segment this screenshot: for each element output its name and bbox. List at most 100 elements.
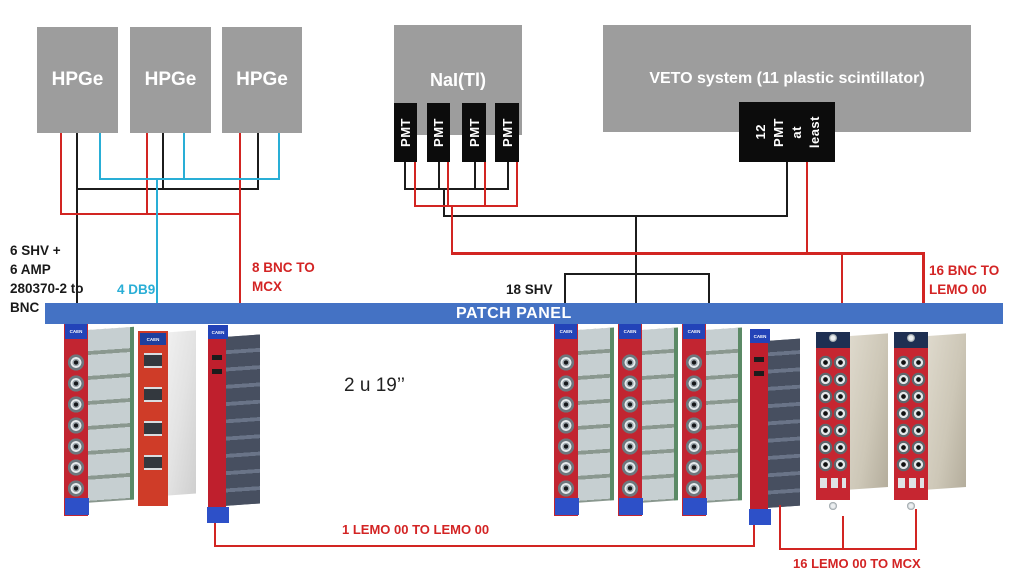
wire-hpge-red xyxy=(60,133,62,214)
nai-pmt-2: PMT xyxy=(427,103,450,162)
module-pcb xyxy=(88,326,134,503)
front-slot xyxy=(754,357,764,362)
label-hpge-signal-cables: 6 SHV + 6 AMP 280370-2 to BNC xyxy=(10,243,84,315)
wire-hpge-red-bus xyxy=(60,213,241,215)
caen-badge: CAEN xyxy=(65,324,87,339)
caen-badge: CAEN xyxy=(683,324,705,339)
wire-hpge-red xyxy=(239,133,241,303)
wire-nai-black xyxy=(404,162,406,190)
pmt-label: PMT xyxy=(431,118,446,147)
module-lemo-1 xyxy=(816,330,888,516)
veto-pmt-line: at xyxy=(788,125,804,139)
hpge-label: HPGe xyxy=(144,69,197,90)
module-controller: CAEN xyxy=(138,330,196,506)
wire-hpge-cyan-drop xyxy=(156,178,158,303)
label-bnc-mcx-cables: 8 BNC TO MCX xyxy=(252,260,315,294)
wire-lemo-bracket xyxy=(214,520,216,547)
caen-badge: CAEN xyxy=(750,329,770,343)
pmt-label: PMT xyxy=(499,118,515,147)
wire-nai-black xyxy=(438,162,440,190)
wire-hpge-cyan xyxy=(99,133,101,179)
wire-red-to-panel xyxy=(922,252,925,303)
module-pcb xyxy=(766,338,800,509)
wire-lemo-mcx-bracket xyxy=(842,516,844,550)
module-bnc-card-2: CAEN xyxy=(554,324,614,516)
module-pcb xyxy=(706,327,742,503)
wire-hpge-cyan xyxy=(278,133,280,179)
module-pcb xyxy=(642,327,678,503)
module-bottom-connector xyxy=(749,509,771,525)
wire-nai-red xyxy=(447,162,449,206)
bnc-connectors xyxy=(557,352,575,499)
label-rack-size: 2 u 19’’ xyxy=(344,375,405,396)
wire-lemo-bracket xyxy=(753,525,755,547)
nai-pmt-3: PMT xyxy=(462,103,486,162)
wire-nai-red xyxy=(516,162,518,206)
wire-red-trunk xyxy=(451,252,925,255)
wire-nai-red xyxy=(484,162,486,206)
wire-lemo-mcx-bracket xyxy=(915,509,917,550)
front-slot xyxy=(212,369,222,374)
label-shv-cables: 18 SHV xyxy=(506,282,553,297)
label-db9-cables: 4 DB9 xyxy=(117,282,156,297)
wire-nai-black xyxy=(507,162,509,190)
module-lemo-2 xyxy=(894,330,966,516)
hpge-detector-3: HPGe xyxy=(222,27,302,133)
module-bottom-connector xyxy=(207,507,229,523)
module-bottom-connector xyxy=(619,498,643,515)
wire-nai-red-drop xyxy=(451,205,453,254)
wire-black-to-panel xyxy=(635,273,637,303)
wire-hpge-black-bus xyxy=(76,188,259,190)
module-chassis xyxy=(928,333,966,490)
module-digitizer-1: CAEN xyxy=(206,325,262,523)
screw xyxy=(829,334,837,342)
wire-black-trunk xyxy=(443,215,788,217)
module-pcb xyxy=(224,334,260,506)
module-bottom-connector xyxy=(683,498,707,515)
hpge-label: HPGe xyxy=(51,69,104,90)
pmt-label: PMT xyxy=(466,118,482,147)
wire-nai-black xyxy=(474,162,476,190)
caen-badge: CAEN xyxy=(555,324,577,339)
wire-nai-black-drop xyxy=(443,188,445,217)
module-bnc-card-3: CAEN xyxy=(618,324,678,516)
wire-hpge-black xyxy=(162,133,164,190)
wire-hpge-black xyxy=(76,133,78,303)
db9-connectors xyxy=(144,353,162,487)
label-bnc-lemo-cables: 16 BNC TO LEMO 00 xyxy=(929,263,1000,297)
nai-pmt-4: PMT xyxy=(495,103,519,162)
wire-nai-red-bus xyxy=(414,205,518,207)
wire-black-splitter xyxy=(564,273,710,275)
wire-nai-red xyxy=(414,162,416,206)
wire-black-trunk-drop xyxy=(635,215,637,275)
pmt-label: PMT xyxy=(398,118,413,147)
lemo-connectors xyxy=(818,354,848,473)
wire-nai-black-bus xyxy=(404,188,509,190)
module-bottom-connector xyxy=(555,498,579,515)
bnc-connectors xyxy=(67,352,85,499)
veto-pmt-line: 12 xyxy=(752,124,768,140)
label-lemo-lemo-cable: 1 LEMO 00 TO LEMO 00 xyxy=(342,522,490,537)
veto-pmt-line: PMT xyxy=(770,117,786,147)
module-bnc-card-4: CAEN xyxy=(682,324,742,516)
hpge-detector-2: HPGe xyxy=(130,27,211,133)
wire-hpge-red xyxy=(146,133,148,214)
front-slot xyxy=(212,355,222,360)
screw xyxy=(907,502,915,510)
front-slot xyxy=(754,371,764,376)
patch-panel-label: PATCH PANEL xyxy=(456,305,572,322)
bnc-connectors xyxy=(685,352,703,499)
veto-label: VETO system (11 plastic scintillator) xyxy=(649,69,925,87)
hpge-detector-1: HPGe xyxy=(37,27,118,133)
patch-panel xyxy=(45,303,1003,324)
module-chassis xyxy=(850,333,888,490)
module-front-panel xyxy=(208,327,226,515)
caen-badge: CAEN xyxy=(619,324,641,339)
screw xyxy=(829,502,837,510)
nai-label: NaI(Tl) xyxy=(430,69,486,90)
wire-black-to-panel xyxy=(708,273,710,303)
veto-pmt-block: 12 PMT at least xyxy=(739,102,835,162)
io-connectors xyxy=(820,478,846,488)
module-front-panel xyxy=(750,331,768,517)
